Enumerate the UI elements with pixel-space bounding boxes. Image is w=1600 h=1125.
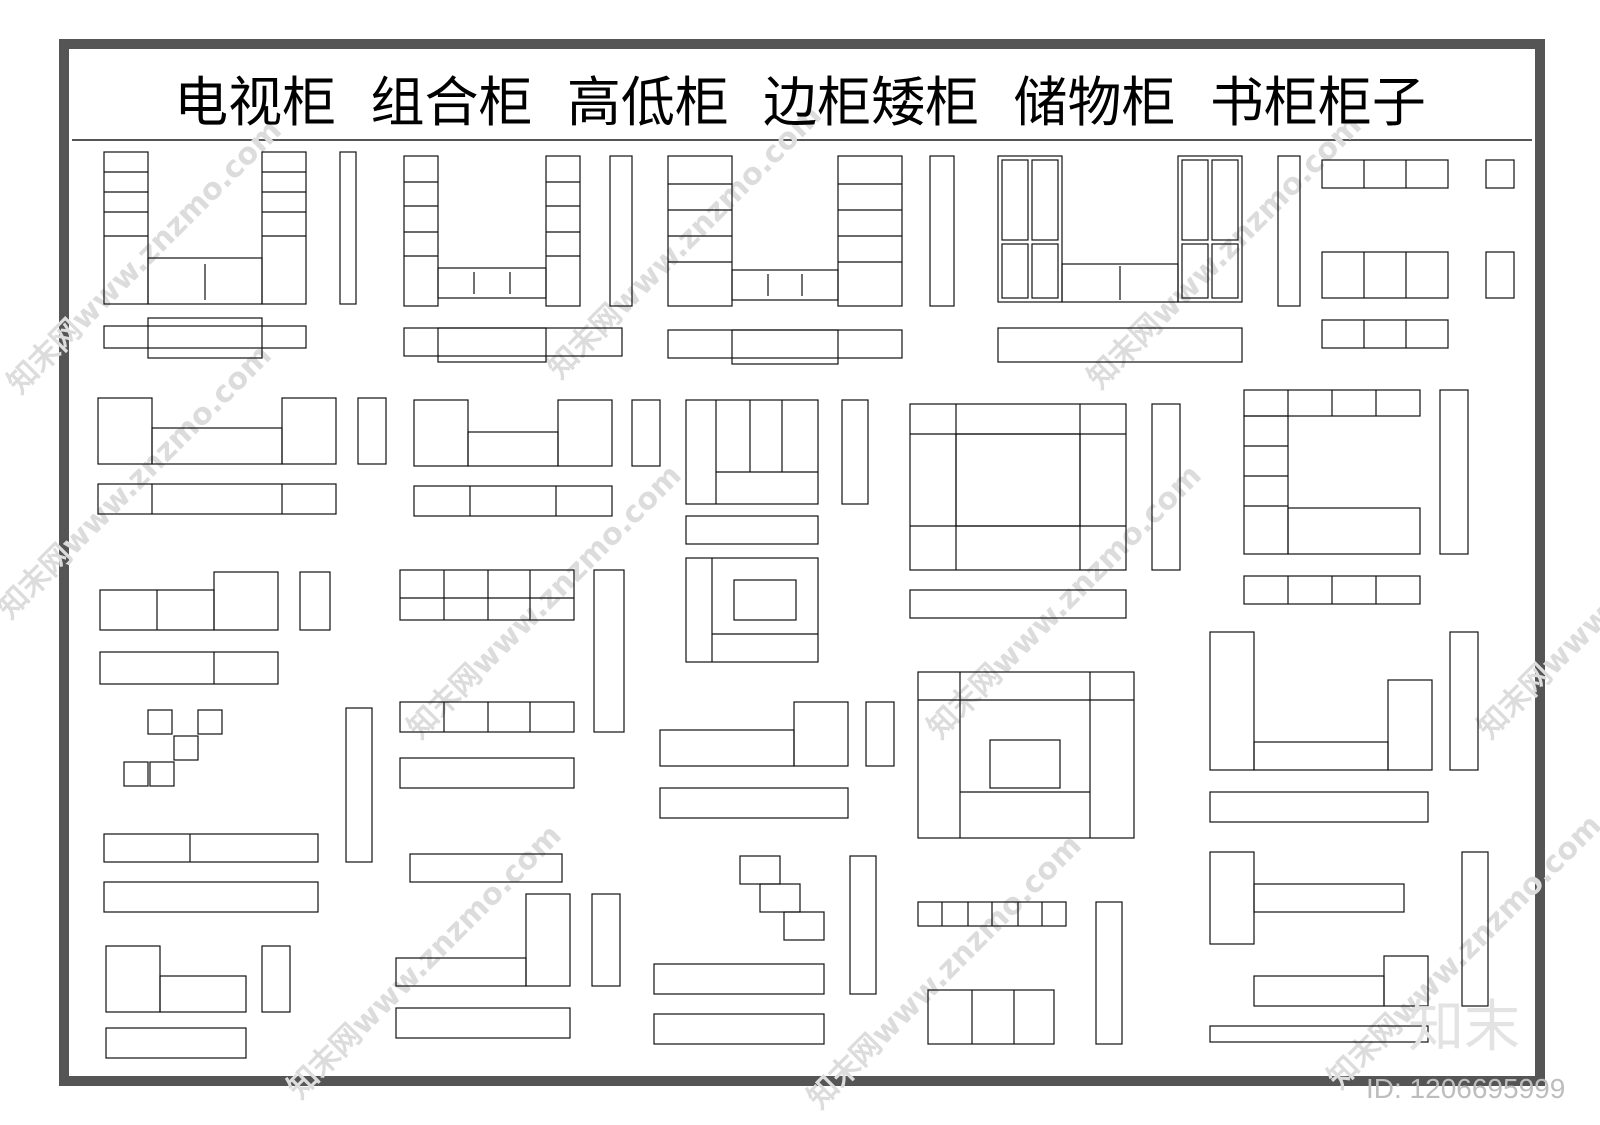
tv-wall-unit-elevation-a: [909, 403, 1181, 619]
staggered-shelf-elevation: [653, 855, 877, 1045]
sideboard-elevation-d: [105, 945, 291, 1059]
watermark-layer: 知末网www.znzmo.com 知末网www.znzmo.com 知末网www…: [0, 98, 1600, 1116]
wall-shelf-elevation: [399, 569, 625, 789]
sheet-title: 电视柜 组合柜 高低柜 边柜矮柜 储物柜 书柜柜子: [174, 71, 1426, 134]
wall-unit-elevation-a: [685, 399, 869, 545]
tall-bookcase-elevation: [667, 155, 955, 365]
floating-shelf-elevation: [395, 853, 621, 1039]
sideboard-elevation-a: [97, 397, 387, 515]
cube-shelf-row: [917, 901, 1123, 1045]
sideboard-elevation-c: [659, 701, 895, 819]
watermark: 知末网www.znzmo.com: [541, 98, 829, 386]
tv-cabinet-elevation: [103, 151, 357, 359]
brand-logo: 知末: [1408, 995, 1520, 1060]
sheet-frame: [59, 39, 1545, 1086]
bookcase-tv-elevation: [403, 155, 633, 363]
open-shelf-cubes: [103, 707, 373, 913]
tv-wall-unit-elevation-c: [685, 557, 819, 663]
cad-drawings: [97, 151, 1515, 1059]
watermark: 知末网www.znzmo.com: [921, 458, 1209, 746]
watermark: 知末网www.znzmo.com: [801, 828, 1089, 1116]
image-id: ID: 1206695999: [1366, 1073, 1565, 1104]
tall-cabinet-elevation: [1209, 631, 1479, 823]
wall-cabinet-elevation: [1277, 155, 1515, 349]
sideboard-elevation-b: [413, 399, 661, 517]
tv-wall-unit-elevation-d: [917, 671, 1135, 839]
corner-cabinet-elevation: [1209, 851, 1489, 1043]
tv-wall-unit-elevation-b: [1243, 389, 1469, 605]
glass-door-cabinet-elevation: [997, 155, 1243, 363]
side-cabinet-elevation: [99, 571, 331, 685]
